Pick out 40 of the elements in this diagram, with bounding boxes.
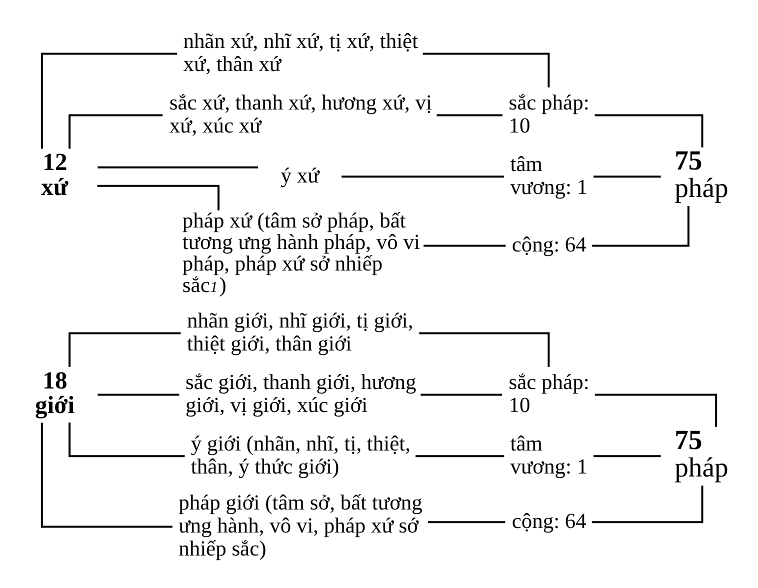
- node-text: sắc pháp: 10: [508, 369, 590, 416]
- node-text: nhãn xứ, nhĩ xứ, tị xứ, thiệt xứ, thân xứ: [183, 28, 418, 76]
- connector: [420, 393, 502, 396]
- connector: [424, 244, 506, 246]
- node-text: 75 pháp: [674, 424, 728, 482]
- node-text: ý giới (nhãn, nhĩ, tị, thiệt, thân, ý thức giới): [190, 430, 411, 478]
- connector: [68, 332, 181, 366]
- node-text: 12 xứ: [41, 148, 68, 200]
- node-text: cộng: 64: [512, 232, 586, 256]
- node-text: sắc pháp: 10: [508, 90, 590, 137]
- node-text: 18 giới: [35, 366, 75, 418]
- connector: [594, 454, 661, 457]
- node-text: sắc giới, thanh giới, hương giới, vị giới, xúc giới: [186, 369, 416, 416]
- connector: [98, 393, 180, 396]
- connector: [592, 205, 690, 246]
- connector: [594, 393, 718, 426]
- node-text: tâm vương: 1: [510, 430, 588, 478]
- node-text: 75 pháp: [674, 144, 728, 203]
- connector: [416, 454, 504, 457]
- connector: [40, 422, 172, 528]
- connector: [419, 332, 550, 366]
- connector: [594, 114, 704, 147]
- node-text: cộng: 64: [512, 508, 586, 532]
- connector: [594, 175, 661, 178]
- connector: [40, 52, 177, 148]
- connector: [97, 184, 220, 210]
- node-text: pháp giới (tâm sở, bất tương ưng hành, vô vi, pháp xứ sớ nhiếp sắc): [178, 490, 422, 560]
- connector: [342, 175, 504, 178]
- connector: [68, 422, 185, 457]
- node-text: nhãn giới, nhĩ giới, tị giới, thiệt giới, thân giới: [187, 308, 414, 355]
- connector: [592, 485, 704, 523]
- connector: [422, 52, 550, 87]
- connector: [98, 166, 258, 168]
- connector: [428, 520, 506, 523]
- node-text: pháp xứ (tâm sở pháp, bất tương ưng hành pháp, vô vi pháp, pháp xứ sở nhiếp sắc1): [182, 208, 420, 297]
- node-text: sắc xứ, thanh xứ, hương xứ, vị xứ, xúc xứ: [169, 90, 432, 137]
- connector: [436, 114, 502, 116]
- connector: [68, 114, 163, 148]
- node-text: tâm vương: 1: [510, 151, 588, 198]
- node-text: ý xứ: [280, 162, 320, 187]
